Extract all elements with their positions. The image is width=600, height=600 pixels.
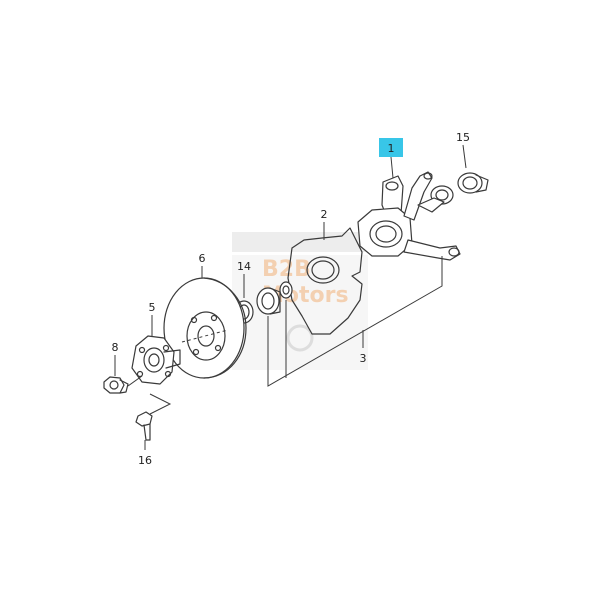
seal-15-inner	[462, 176, 478, 190]
bolt-guide-line	[149, 393, 172, 415]
leader-1	[390, 156, 394, 179]
knuckle-steering-arm	[403, 239, 461, 261]
knuckle-strut-hole	[423, 172, 433, 180]
nut-body	[103, 376, 125, 394]
callout-1[interactable]: 1	[388, 142, 395, 155]
knuckle-bore-outer	[369, 220, 403, 248]
wheel-bearing-small[interactable]	[279, 281, 293, 299]
callout-2[interactable]: 2	[321, 208, 328, 221]
disc-bolt-hole	[214, 344, 222, 352]
seal-15-outer	[457, 172, 483, 194]
callout-15[interactable]: 15	[456, 131, 470, 144]
bearing-upper-inner	[435, 189, 449, 201]
nut-washer	[119, 379, 129, 394]
hub-stud-hole	[164, 370, 172, 378]
wheel-bolt[interactable]	[135, 411, 153, 441]
hub-spigot	[163, 349, 181, 369]
bearing-main-inner	[261, 292, 275, 310]
hub-center	[143, 347, 165, 373]
disc-bolt-hole	[210, 314, 218, 322]
callout-6[interactable]: 6	[199, 252, 206, 265]
leader-15	[462, 144, 467, 169]
dust-shield-hole-inner	[311, 260, 335, 280]
dust-shield[interactable]	[287, 227, 363, 335]
bearing-small-inner	[282, 285, 290, 295]
callout-14[interactable]: 14	[237, 260, 251, 273]
hub-stud-hole	[138, 346, 146, 354]
dust-shield-center-hole	[306, 256, 340, 284]
bearing-small-outer	[279, 281, 293, 299]
hub-nut[interactable]	[103, 376, 129, 394]
bearing-main-side	[269, 287, 281, 315]
callout-8[interactable]: 8	[112, 341, 119, 354]
knuckle-strut-mount	[403, 171, 433, 221]
nut-axis-line	[127, 375, 143, 387]
disc-center-bore	[197, 325, 215, 347]
knuckle-tie-rod-eye	[448, 247, 460, 257]
seal-15-side	[475, 174, 489, 193]
dust-shield-outline	[287, 227, 363, 335]
watermark-line1: B2B	[262, 257, 311, 282]
brake-disc[interactable]	[163, 277, 247, 379]
disc-hat	[186, 311, 226, 361]
steering-knuckle[interactable]	[357, 171, 461, 261]
wheel-bearing-main[interactable]	[256, 287, 281, 315]
nut-hole	[109, 380, 119, 390]
bearing-upper-race	[417, 197, 445, 213]
disc-edge	[203, 277, 247, 379]
callout-16[interactable]: 16	[138, 454, 152, 467]
assembly-axis	[181, 329, 229, 343]
part-1-highlight[interactable]	[379, 138, 403, 157]
wheel-hub[interactable]	[131, 335, 181, 385]
callout-5[interactable]: 5	[149, 301, 156, 314]
disc-face	[163, 277, 245, 379]
upper-bearing-pair[interactable]	[417, 185, 454, 213]
watermark: B2B Motors	[232, 232, 368, 370]
watermark-logo-ring	[286, 324, 314, 352]
hub-stud-hole	[162, 344, 170, 352]
knuckle-bore-inner	[375, 225, 397, 243]
bolt-shank	[143, 423, 151, 441]
knuckle-upper-eye	[385, 181, 399, 191]
disc-bolt-hole	[192, 348, 200, 356]
disc-bolt-hole	[190, 316, 198, 324]
hub-bore	[148, 353, 160, 367]
bearing-main-outer	[256, 287, 280, 315]
callout-3[interactable]: 3	[360, 352, 367, 365]
upper-seal-ring[interactable]	[457, 172, 489, 194]
leader-3-bracket	[267, 256, 443, 387]
hub-stud-hole	[136, 370, 144, 378]
